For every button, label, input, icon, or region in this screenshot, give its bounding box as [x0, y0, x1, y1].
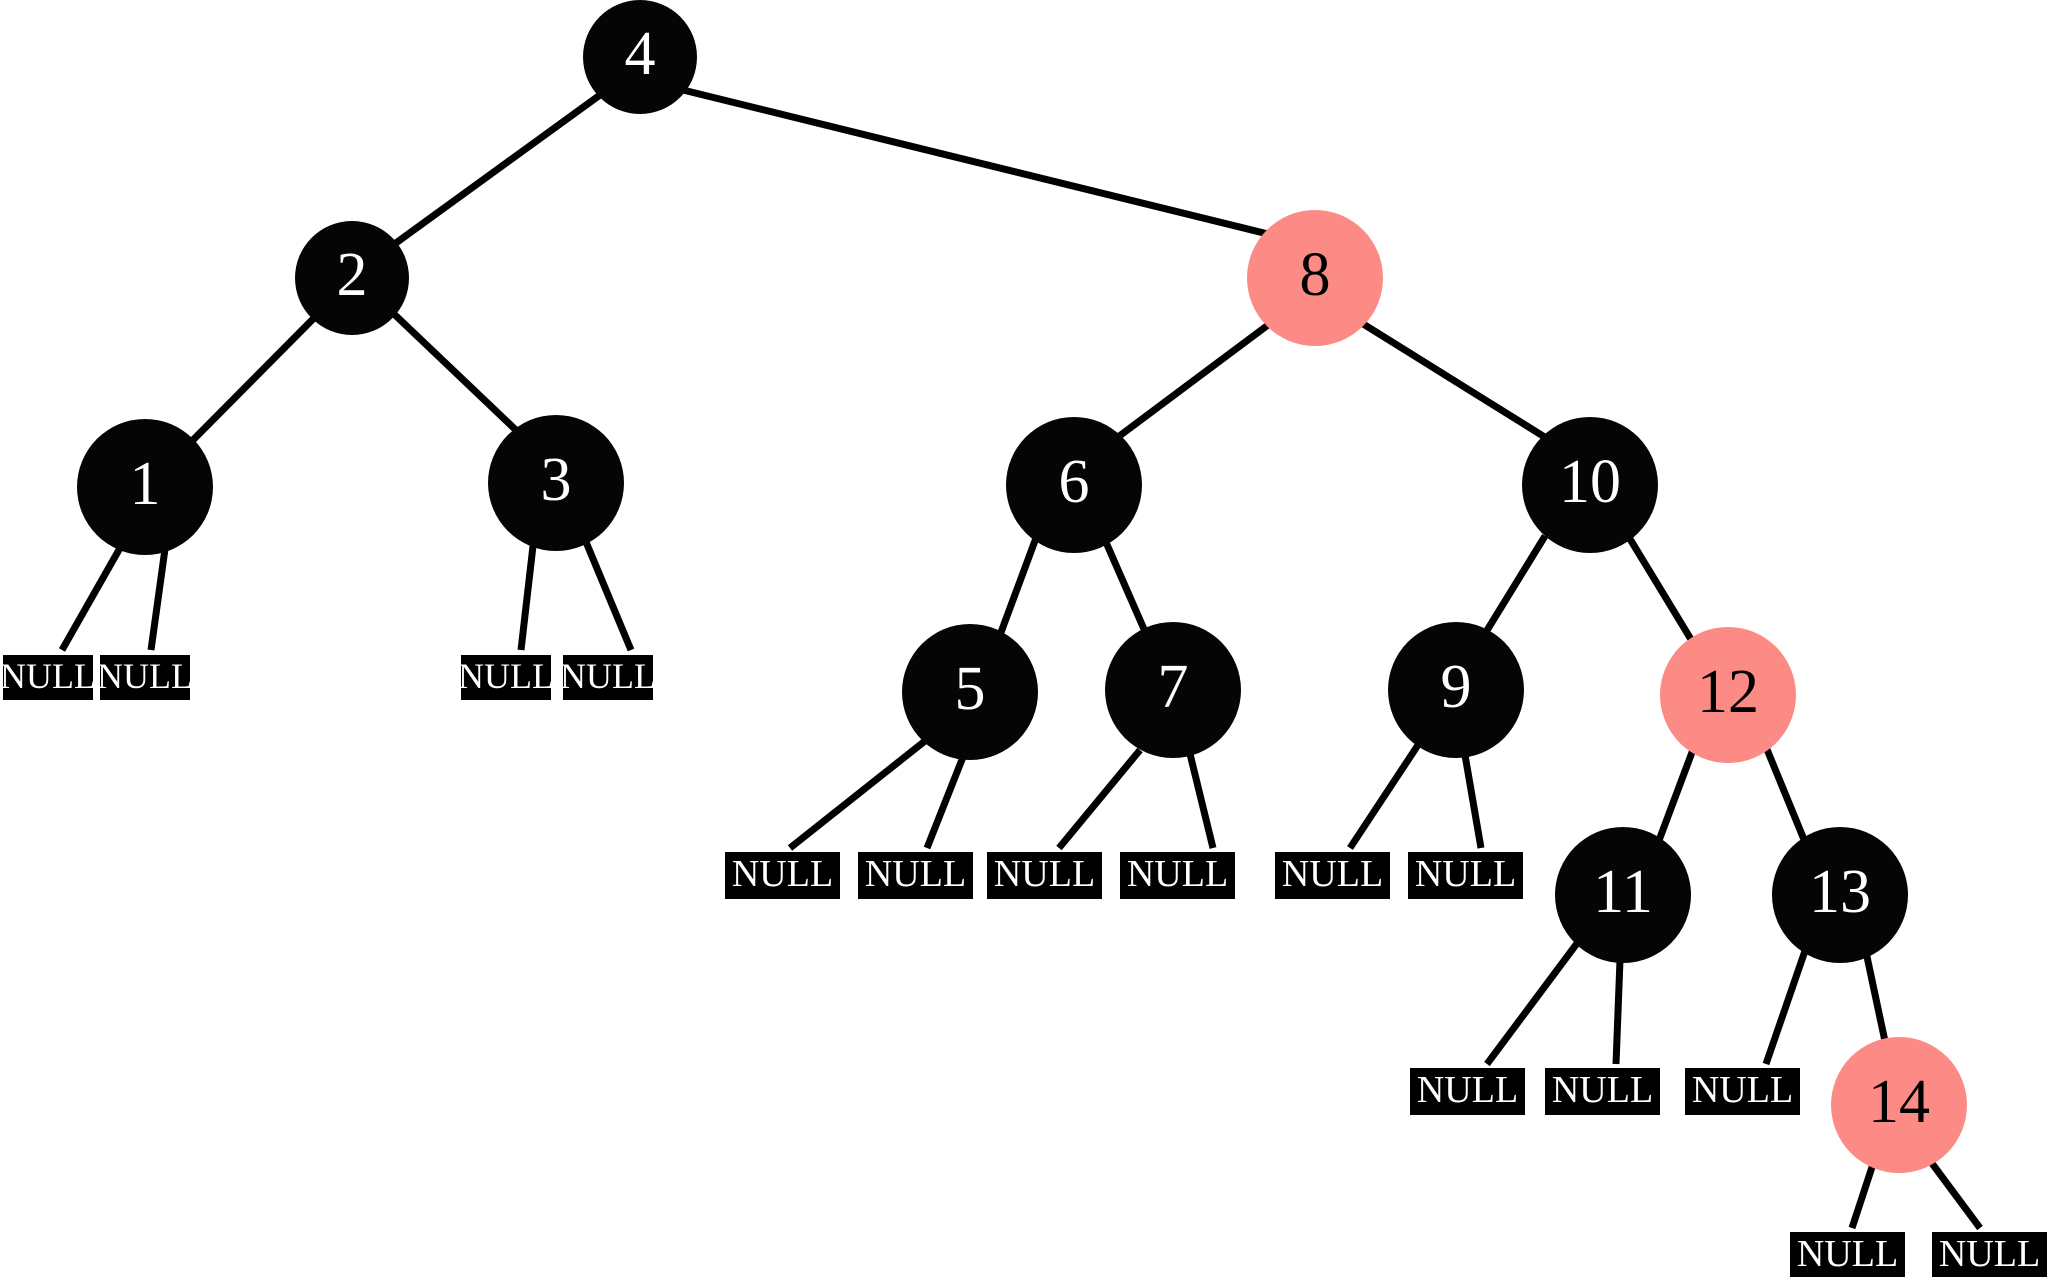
- tree-edge: [582, 540, 635, 652]
- null-leaf-label: NULL: [1281, 852, 1384, 895]
- tree-edge: [1483, 534, 1548, 634]
- tree-edge: [1862, 951, 1890, 1047]
- tree-edge: [1612, 959, 1624, 1065]
- tree-edge: [1101, 538, 1151, 638]
- tree-node-11[interactable]: 11: [1555, 827, 1691, 963]
- tree-node-label: 10: [1559, 448, 1621, 516]
- null-leaf: NULL: [560, 655, 656, 700]
- null-leaf: NULL: [1790, 1232, 1905, 1277]
- null-leaf-label: NULL: [0, 655, 96, 696]
- tree-node-label: 6: [1058, 448, 1090, 516]
- tree-edge: [787, 734, 933, 851]
- tree-node-7[interactable]: 7: [1105, 622, 1241, 758]
- tree-node-label: 12: [1697, 658, 1759, 726]
- tree-node-9[interactable]: 9: [1388, 622, 1524, 758]
- tree-node-label: 2: [336, 241, 368, 309]
- tree-edge: [1762, 745, 1809, 844]
- tree-edge: [391, 311, 521, 435]
- tree-edge: [1111, 319, 1275, 443]
- null-leaf-label: NULL: [864, 852, 967, 895]
- null-leaf-label: NULL: [1416, 1068, 1519, 1111]
- tree-edge: [1186, 753, 1217, 849]
- null-leaf-label: NULL: [1551, 1068, 1654, 1111]
- tree-edge: [1358, 319, 1553, 444]
- tree-edge: [682, 86, 1273, 239]
- null-leaf: NULL: [1408, 852, 1523, 899]
- tree-node-4[interactable]: 4: [583, 0, 697, 114]
- tree-node-8[interactable]: 8: [1247, 210, 1383, 346]
- tree-node-12[interactable]: 12: [1660, 627, 1796, 763]
- null-leaf: NULL: [725, 852, 840, 899]
- null-leaf-label: NULL: [993, 852, 1096, 895]
- tree-edge: [147, 548, 169, 651]
- tree-edge: [1347, 743, 1421, 850]
- tree-node-label: 7: [1157, 653, 1189, 721]
- null-leaf-label: NULL: [1126, 852, 1229, 895]
- tree-edge: [1654, 745, 1698, 845]
- tree-edge: [190, 315, 317, 443]
- tree-node-label: 13: [1809, 858, 1871, 926]
- tree-edge: [923, 755, 967, 850]
- null-leaf: NULL: [458, 655, 554, 700]
- tree-node-label: 9: [1440, 653, 1472, 721]
- null-leaf: NULL: [1410, 1068, 1525, 1115]
- tree-edge: [386, 92, 603, 251]
- tree-edge: [1925, 1155, 1983, 1231]
- tree-node-label: 5: [954, 655, 986, 723]
- tree-node-label: 14: [1868, 1068, 1930, 1136]
- tree-node-label: 1: [129, 450, 161, 518]
- tree-edge: [1484, 939, 1581, 1067]
- null-leaf-label: NULL: [560, 655, 656, 696]
- null-leaf: NULL: [1932, 1232, 2047, 1277]
- null-leaf-label: NULL: [731, 852, 834, 895]
- null-leaf: NULL: [0, 655, 96, 700]
- tree-node-3[interactable]: 3: [488, 415, 624, 551]
- null-leaf: NULL: [97, 655, 193, 700]
- tree-edge: [58, 546, 124, 652]
- tree-edge: [517, 545, 537, 651]
- tree-node-label: 4: [624, 20, 656, 88]
- null-leaf: NULL: [987, 852, 1102, 899]
- null-leaf: NULL: [858, 852, 973, 899]
- tree-edge: [996, 536, 1040, 637]
- tree-node-label: 11: [1593, 858, 1653, 926]
- tree-edge: [1461, 754, 1485, 849]
- tree-edge: [1627, 537, 1695, 643]
- tree-node-6[interactable]: 6: [1006, 417, 1142, 553]
- tree-node-14[interactable]: 14: [1831, 1037, 1967, 1173]
- tree-node-label: 3: [540, 446, 572, 514]
- null-leaf: NULL: [1120, 852, 1235, 899]
- null-leaf-label: NULL: [1796, 1232, 1899, 1275]
- tree-edge: [1056, 747, 1143, 851]
- null-leaf: NULL: [1545, 1068, 1660, 1115]
- null-leaf-label: NULL: [1938, 1232, 2041, 1275]
- tree-node-13[interactable]: 13: [1772, 827, 1908, 963]
- null-leaf: NULL: [1275, 852, 1390, 899]
- null-leaf-label: NULL: [458, 655, 554, 696]
- null-leaf-label: NULL: [1691, 1068, 1794, 1111]
- tree-node-10[interactable]: 10: [1522, 417, 1658, 553]
- null-leaf: NULL: [1685, 1068, 1800, 1115]
- tree-node-1[interactable]: 1: [77, 419, 213, 555]
- null-leaf-label: NULL: [1414, 852, 1517, 895]
- tree-node-2[interactable]: 2: [295, 221, 409, 335]
- null-leaf-label: NULL: [97, 655, 193, 696]
- tree-edge: [1848, 1156, 1879, 1230]
- tree-edge: [1762, 946, 1810, 1066]
- tree-node-5[interactable]: 5: [902, 624, 1038, 760]
- tree-node-label: 8: [1299, 241, 1331, 309]
